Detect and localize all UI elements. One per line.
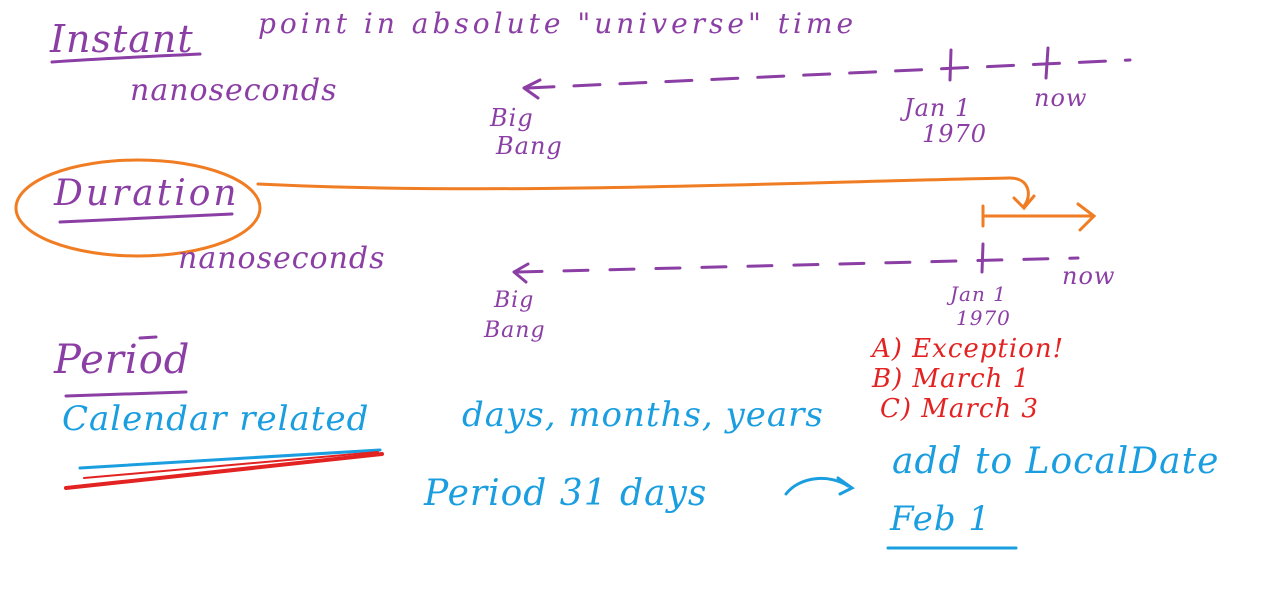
period-example: Period 31 days (424, 473, 708, 514)
calendar-related-underline-red (64, 452, 384, 490)
calendar-related-underline-red-2 (83, 451, 379, 479)
instant-description: point in absolute "universe" time (258, 7, 858, 40)
instant-epoch-label-line-1: Jan 1 (904, 94, 972, 122)
period-title: Period (54, 337, 191, 383)
instant-unit: nanoseconds (130, 73, 338, 108)
instant-epoch-label-line-2: 1970 (922, 120, 988, 148)
duration-start-label-line-1: Big (494, 288, 535, 313)
duration-connector-arrowhead (1012, 194, 1036, 211)
duration-epoch-tick (980, 242, 985, 274)
period-squiggle-arrow (784, 476, 850, 496)
instant-epoch-tick (948, 48, 953, 82)
instant-timeline (526, 58, 1132, 90)
duration-title: Duration (54, 173, 240, 214)
instant-now-label: now (1034, 84, 1088, 112)
instant-start-label-line-1: Big (490, 104, 534, 132)
duration-start-label-line-2: Bang (484, 318, 546, 343)
duration-unit: nanoseconds (178, 241, 386, 276)
duration-epoch-label-line-2: 1970 (956, 306, 1011, 330)
instant-timeline-arrowhead (522, 78, 542, 100)
duration-underline (58, 212, 234, 224)
duration-epoch-label-line-1: Jan 1 (950, 282, 1007, 306)
period-subtitle: Calendar related (62, 399, 370, 439)
period-date: Feb 1 (890, 499, 992, 539)
calendar-related-underline-blue (78, 448, 382, 470)
duration-connector-arrow (256, 176, 1030, 208)
period-accent-mark (138, 335, 158, 340)
period-action: add to LocalDate (892, 441, 1220, 482)
duration-span-arrowhead (1076, 202, 1097, 232)
period-option-a: A) Exception! (872, 334, 1065, 364)
instant-underline (50, 52, 202, 64)
period-squiggle-arrowhead (836, 476, 855, 496)
instant-now-tick (1044, 46, 1050, 80)
period-option-c: C) March 3 (880, 394, 1039, 424)
instant-title: Instant (50, 17, 194, 61)
period-option-b: B) March 1 (872, 364, 1031, 394)
duration-timeline (516, 256, 1080, 274)
duration-now-label: now (1062, 262, 1116, 290)
duration-highlight-circle (14, 158, 262, 258)
duration-timeline-arrowhead (512, 262, 530, 284)
instant-start-label-line-2: Bang (496, 132, 563, 160)
period-underline (64, 390, 188, 398)
period-units: days, months, years (462, 395, 824, 435)
